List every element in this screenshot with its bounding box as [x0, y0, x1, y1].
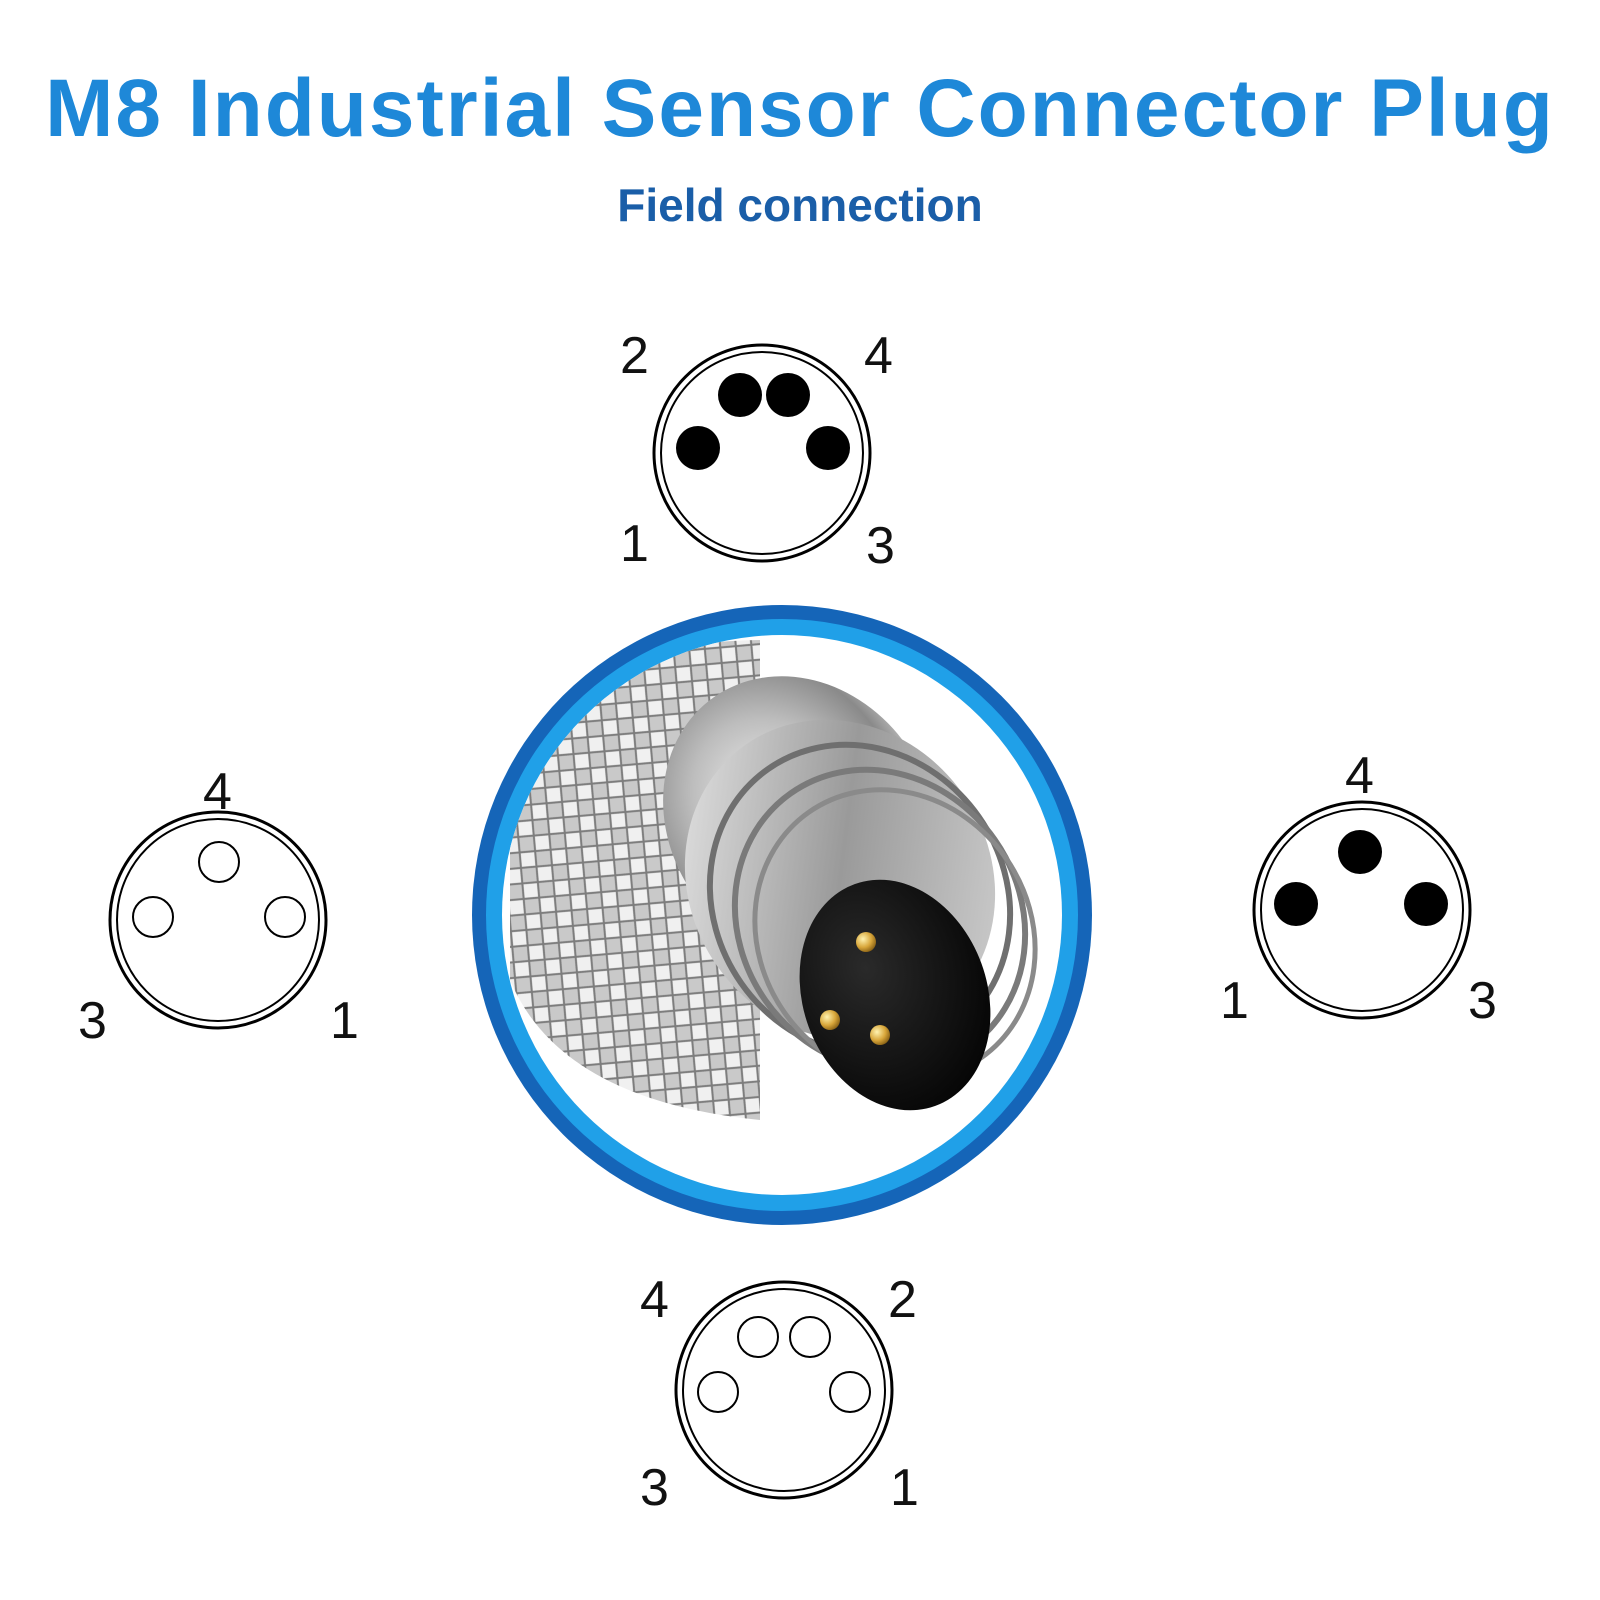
pin-1-hollow	[264, 896, 306, 938]
pin-3-filled	[806, 426, 850, 470]
pin-4-filled	[1338, 830, 1382, 874]
page-title: M8 Industrial Sensor Connector Plug	[45, 63, 1555, 154]
bottom-label-lower-left: 3	[640, 1459, 669, 1517]
pin-3-filled	[1404, 882, 1448, 926]
connector-photo	[472, 605, 1092, 1225]
bottom-label-upper-right: 2	[888, 1271, 917, 1329]
top-label-lower-right: 3	[866, 517, 895, 575]
pin-3-hollow	[697, 1371, 739, 1413]
gold-pin	[870, 1025, 890, 1045]
right-label-lower-right: 3	[1468, 972, 1497, 1030]
page-subtitle: Field connection	[617, 179, 983, 231]
bottom-label-upper-left: 4	[640, 1271, 669, 1329]
pin-4-hollow	[737, 1316, 779, 1358]
connector-right	[1252, 800, 1472, 1020]
pin-1-hollow	[829, 1371, 871, 1413]
right-label-top: 4	[1345, 747, 1374, 805]
connector-top	[652, 343, 872, 563]
pin-4-filled	[766, 373, 810, 417]
pin-1-filled	[676, 426, 720, 470]
gold-pin	[856, 932, 876, 952]
pin-1-filled	[1274, 882, 1318, 926]
pin-2-filled	[718, 373, 762, 417]
top-label-upper-left: 2	[620, 327, 649, 385]
left-label-lower-left: 3	[78, 992, 107, 1050]
pin-2-hollow	[789, 1316, 831, 1358]
connector-bottom	[674, 1280, 894, 1500]
gold-pin	[820, 1010, 840, 1030]
bottom-label-lower-right: 1	[890, 1459, 919, 1517]
connector-left	[108, 810, 328, 1030]
insert-face	[799, 879, 991, 1111]
top-label-lower-left: 1	[620, 515, 649, 573]
right-label-lower-left: 1	[1220, 972, 1249, 1030]
pin-4-hollow	[198, 841, 240, 883]
top-label-upper-right: 4	[864, 327, 893, 385]
left-label-top: 4	[203, 763, 232, 821]
pin-3-hollow	[132, 896, 174, 938]
left-label-lower-right: 1	[330, 992, 359, 1050]
